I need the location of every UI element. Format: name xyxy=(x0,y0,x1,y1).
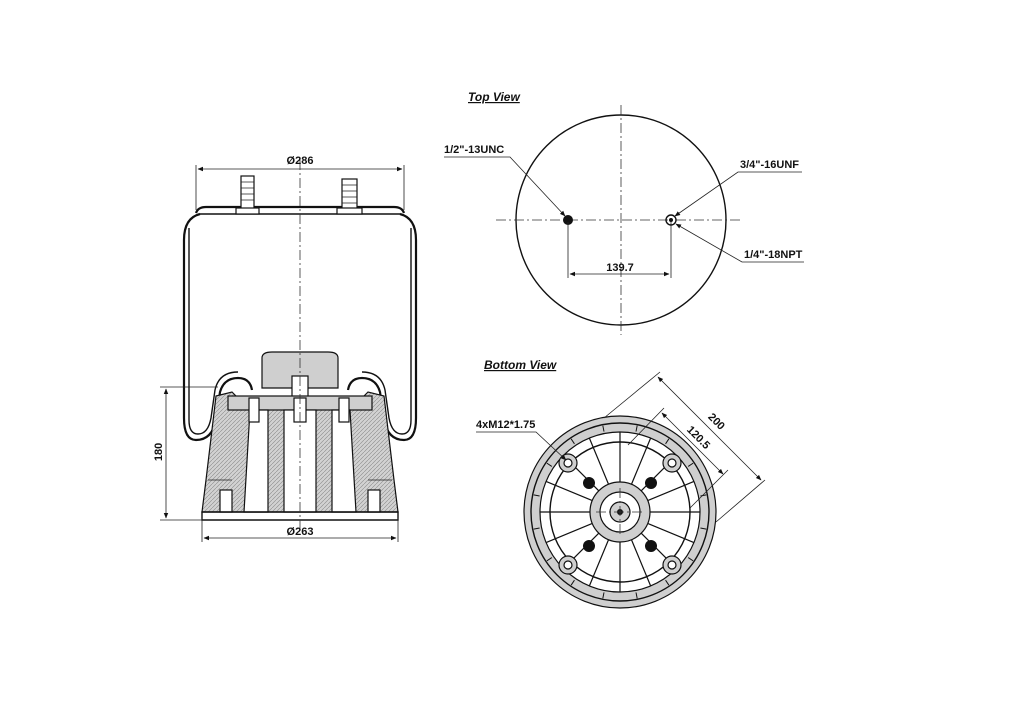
rim-tick xyxy=(700,494,707,497)
rim-tick xyxy=(570,579,575,586)
rib-line xyxy=(545,480,593,502)
dimension-top-diameter: Ø286 xyxy=(195,155,405,210)
rib-line xyxy=(647,522,695,544)
stud-right xyxy=(341,178,358,213)
height-label: 180 xyxy=(153,443,165,461)
rib-line xyxy=(630,437,652,485)
rim-tick xyxy=(665,579,670,586)
rib-line xyxy=(545,522,593,544)
top-view: Top View 139.7 1/2"-13UNC 3/4"-16UNF 1/4… xyxy=(444,90,804,335)
rib-line xyxy=(630,539,652,587)
rib-line xyxy=(588,539,610,587)
top-diameter-label: Ø286 xyxy=(287,155,314,167)
thread-right-label: 3/4"-16UNF xyxy=(740,159,799,171)
top-plate xyxy=(194,175,406,215)
base-diameter-label: Ø263 xyxy=(287,526,314,538)
spacing-label: 139.7 xyxy=(606,262,634,274)
threaded-hole-left xyxy=(563,215,573,225)
dimension-height: 180 xyxy=(153,386,218,521)
rim-tick xyxy=(700,527,707,530)
rib-line xyxy=(647,480,695,502)
bottom-view: Bottom View 4xM12*1.75 200 xyxy=(476,358,766,609)
rim-tick xyxy=(570,438,575,445)
rim-tick xyxy=(602,425,605,432)
rim-tick xyxy=(635,425,638,432)
rim-tick xyxy=(546,462,553,467)
port-label: 1/4"-18NPT xyxy=(744,249,803,261)
rim-tick xyxy=(687,557,694,562)
rim-tick xyxy=(546,557,553,562)
bottom-view-title: Bottom View xyxy=(484,358,557,372)
rib-line xyxy=(588,437,610,485)
dimension-base-diameter: Ø263 xyxy=(201,518,399,542)
top-view-title: Top View xyxy=(468,90,520,104)
rim-tick xyxy=(602,592,605,599)
dim-outer-label: 200 xyxy=(705,411,726,432)
bellows xyxy=(182,212,418,442)
rim-tick xyxy=(635,592,638,599)
side-view: Ø286 Ø263 180 xyxy=(153,155,418,542)
bolt-spec-label: 4xM12*1.75 xyxy=(476,419,535,431)
rim-tick xyxy=(533,527,540,530)
rim-tick xyxy=(533,494,540,497)
thread-left-label: 1/2"-13UNC xyxy=(444,144,504,156)
